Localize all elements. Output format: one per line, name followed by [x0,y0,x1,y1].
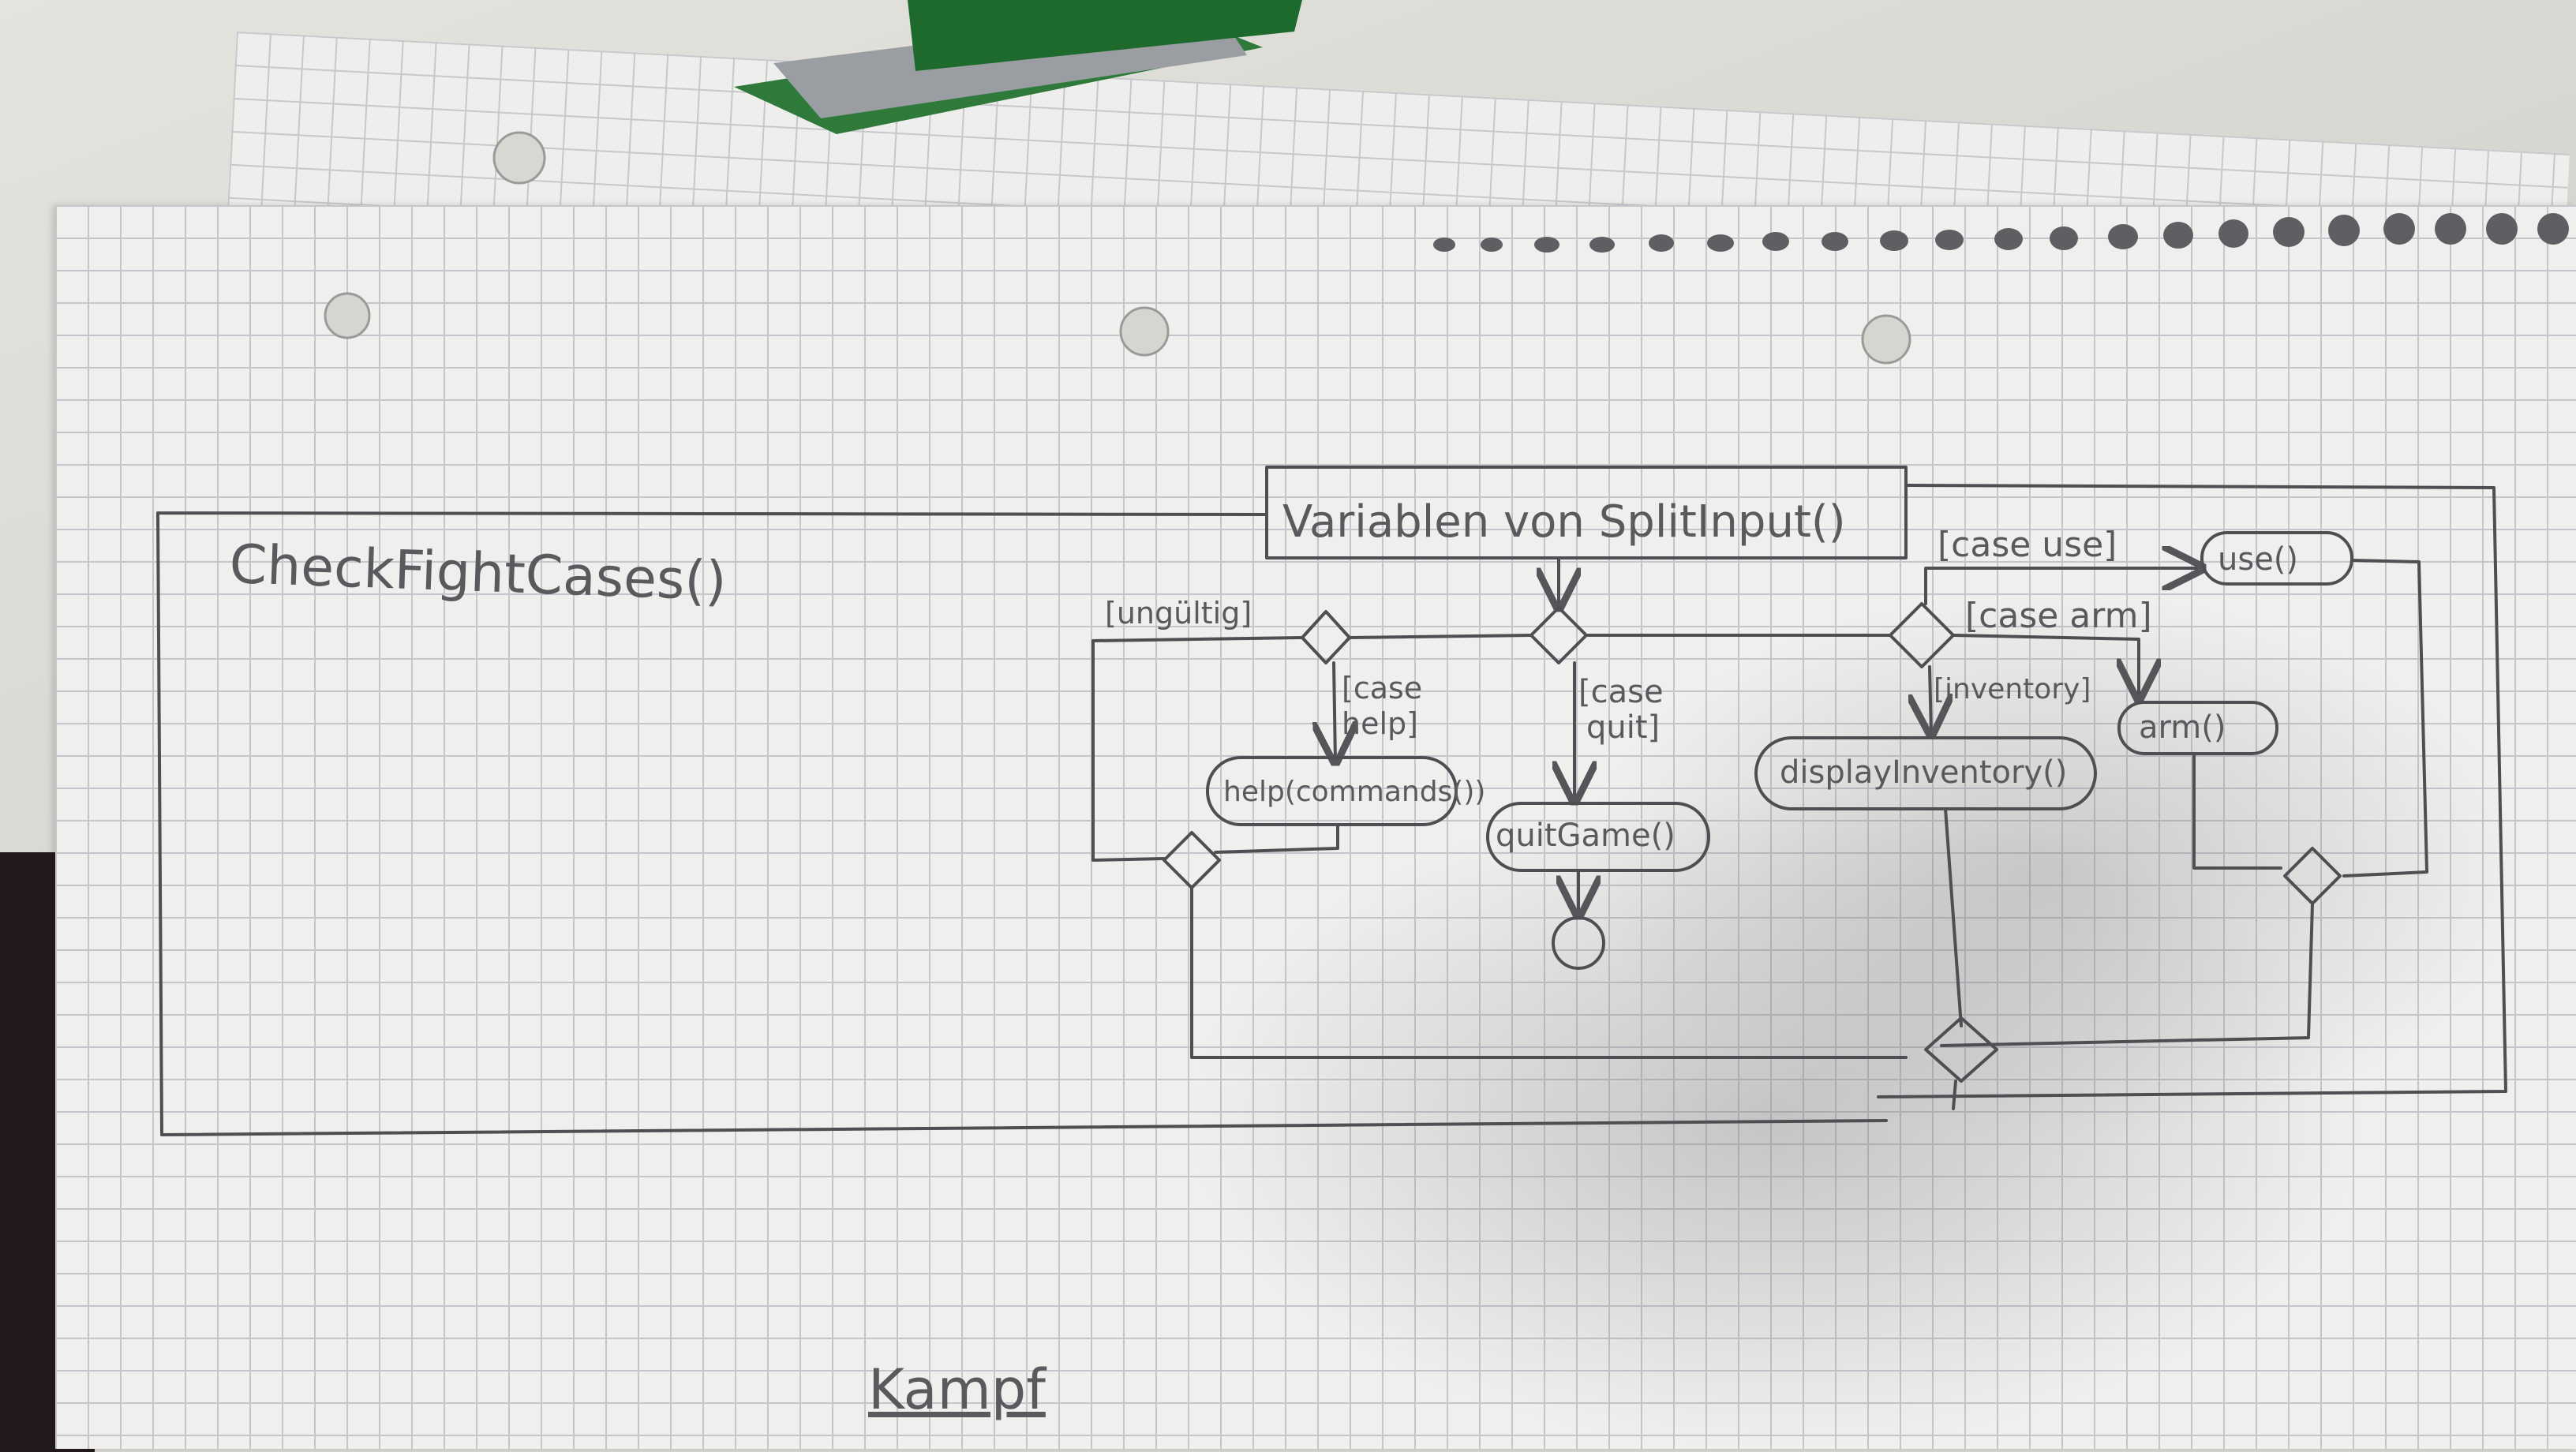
use-action-label: use() [2218,541,2298,578]
flow-line [1091,636,1304,862]
arm-action-label: arm() [2139,709,2226,746]
arm-action-node [2117,701,2278,755]
flow-line [1334,661,1335,762]
quit-action-label: quitGame() [1496,818,1676,854]
guard-inventory: [inventory] [1934,673,2091,705]
activity-frame [156,484,2507,1136]
flow-line [1924,568,2202,605]
flow-line [1348,634,1533,639]
input-node-label: Variablen von SplitInput() [1282,496,1846,548]
bottom-merge [1924,1016,1998,1083]
display-inventory-action-label: displayInventory() [1780,754,2067,791]
guard-invalid: [ungültig] [1105,596,1252,631]
diagram-title: CheckFightCases() [228,533,727,613]
flow-line [1952,1080,1957,1110]
input-node-box [1265,466,1908,559]
flow-line [1940,902,2314,1047]
use-action-node [2200,531,2353,586]
help-action-label: help(commands()) [1223,776,1485,808]
guard-case-quit-line1: [case [1578,674,1664,710]
left-decision [1301,610,1351,664]
guard-case-help-line1: [case [1342,671,1422,705]
punch-hole [1861,314,1911,365]
flow-line [2192,752,2282,870]
flow-line [1952,634,2139,698]
left-merge [1163,831,1221,889]
flow-line [1930,665,1931,734]
punch-hole [492,131,546,185]
display-inventory-action-node [1754,736,2097,810]
pen [734,0,1302,134]
help-action-node [1206,756,1458,826]
final-node [1552,916,1605,970]
spiral-binding [1433,213,2569,253]
hand-shadow [1184,789,2368,1449]
flow-line [2342,559,2428,878]
central-decision [1530,606,1588,664]
guard-case-arm: [case arm] [1965,596,2152,636]
right-merge [2283,847,2342,905]
flow-line [1214,823,1339,854]
punch-hole [324,292,371,339]
guard-case-help-line2: help] [1342,706,1418,741]
footer-note: Kampf [868,1357,1046,1422]
right-decision [1889,602,1955,668]
quit-action-node [1486,802,1710,872]
punch-hole [1119,306,1170,357]
flow-line [1944,807,1963,1027]
notebook-page [55,205,2576,1449]
hand-shadow-upper [1578,592,2525,1144]
guard-case-use: [case use] [1938,525,2117,565]
guard-case-quit-line2: quit] [1586,709,1660,746]
flow-line [1190,886,1908,1059]
